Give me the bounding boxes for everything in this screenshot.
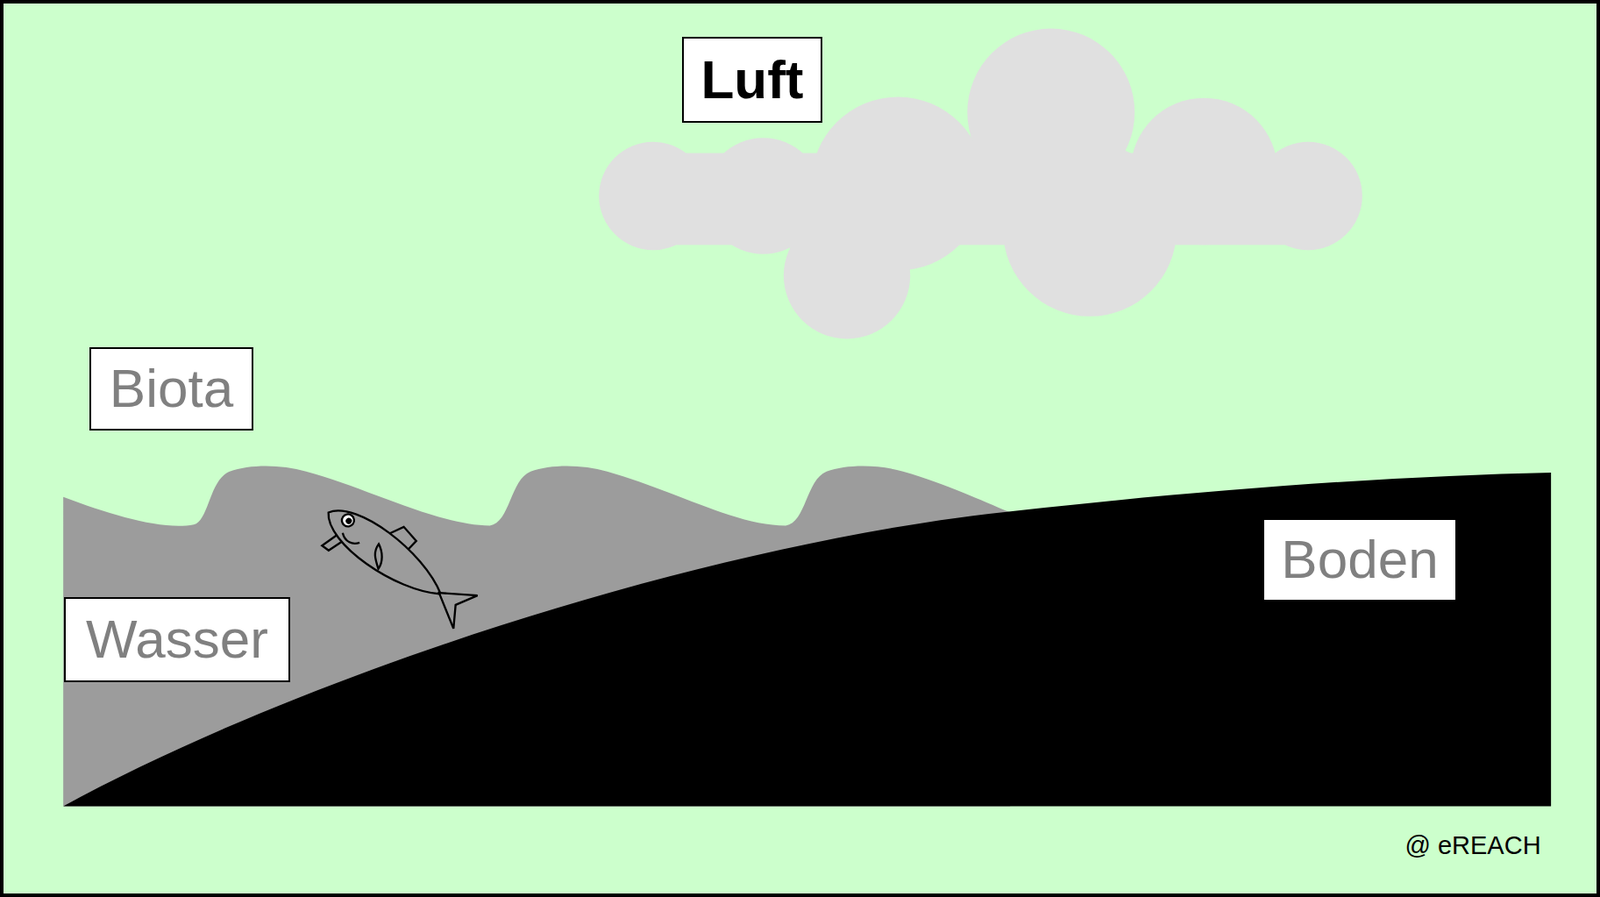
soil-ground: [63, 472, 1551, 807]
cloud: [598, 28, 1363, 340]
compartment-label: Luft: [700, 49, 804, 110]
compartment-box: Wasser: [64, 597, 291, 683]
compartment-box: Boden: [1262, 518, 1458, 602]
compartment-label: Boden: [1280, 529, 1438, 590]
compartment-label: Wasser: [85, 609, 269, 669]
compartment-box: Biota: [89, 347, 254, 431]
compartment-label: Biota: [109, 358, 234, 419]
fish-symbol: [310, 485, 485, 637]
copyright-note: @ eREACH: [1404, 831, 1541, 861]
compartment-box: Luft: [682, 36, 823, 123]
